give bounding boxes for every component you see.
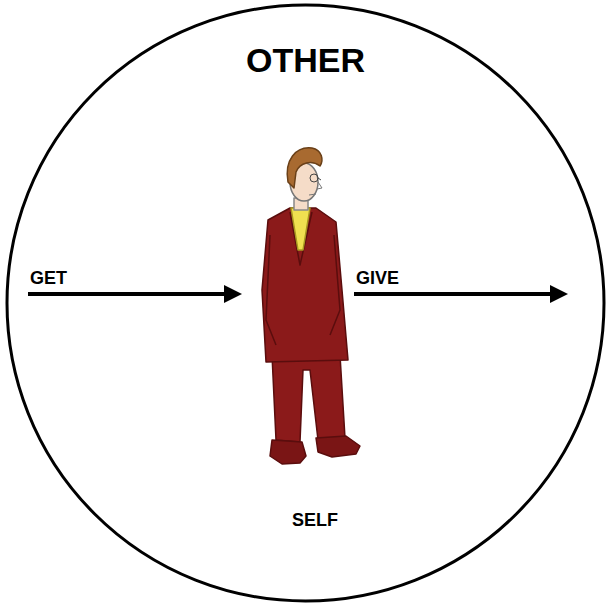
give-arrow-head (550, 285, 568, 303)
give-arrow-line (354, 292, 552, 296)
get-arrow-head (224, 285, 242, 303)
man-figure (262, 148, 360, 464)
flow-label: SELF (292, 510, 338, 531)
get-arrow-line (28, 292, 226, 296)
flow-label: GET (30, 268, 67, 289)
flow-label: GIVE (356, 268, 399, 289)
circle-border (7, 5, 604, 601)
region-title: OTHER (246, 41, 365, 80)
